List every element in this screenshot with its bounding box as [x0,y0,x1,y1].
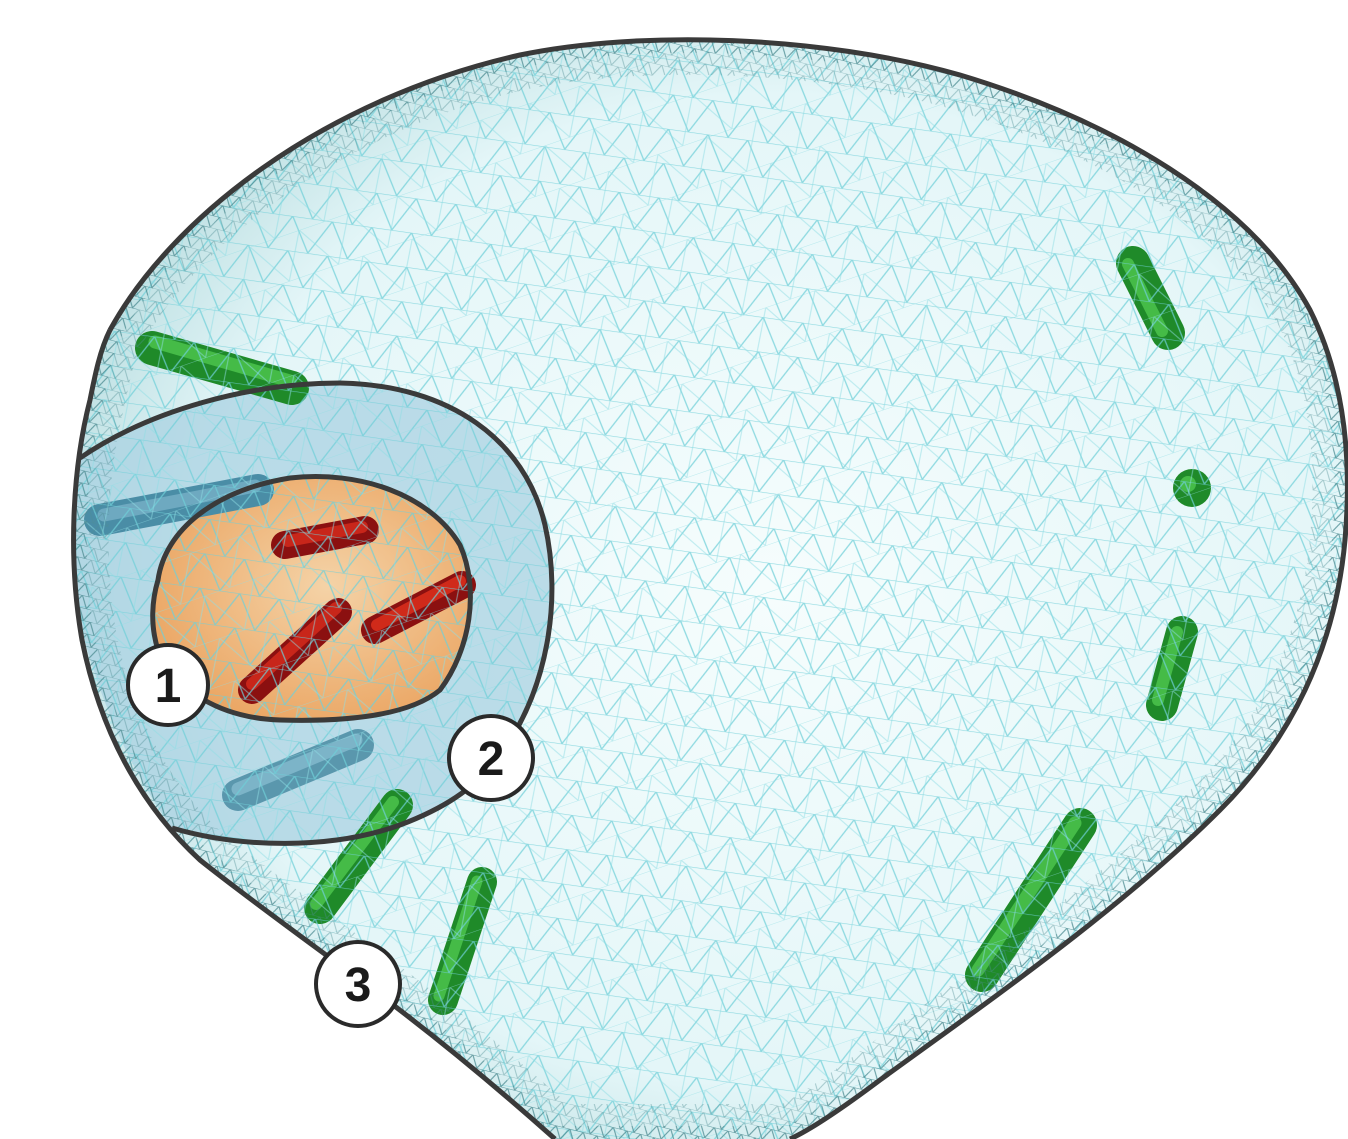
label-region-2: 2 [449,716,533,800]
label-number: 3 [345,959,372,1012]
label-number: 2 [478,733,505,786]
label-number: 1 [155,660,182,713]
label-region-3: 3 [316,942,400,1026]
label-region-1: 1 [128,645,208,725]
